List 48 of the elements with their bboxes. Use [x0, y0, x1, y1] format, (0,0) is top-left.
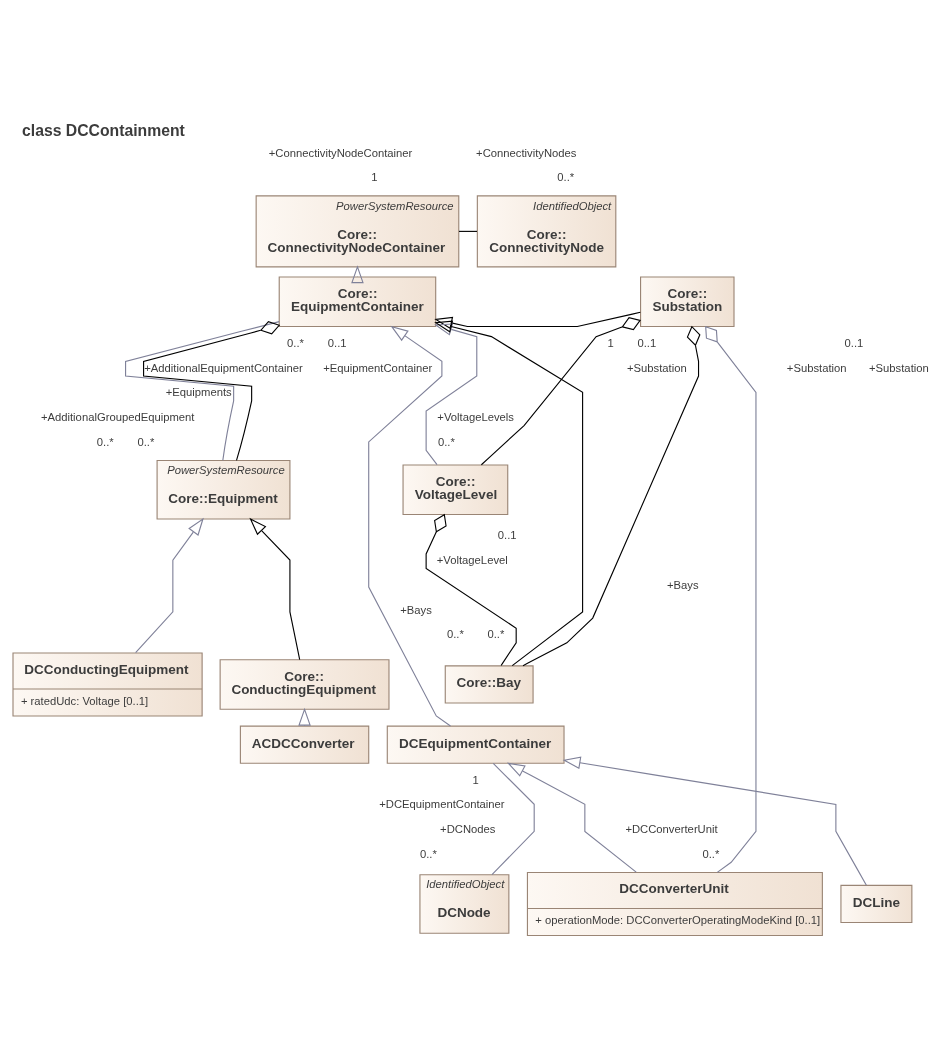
- label: 0..*: [446, 628, 464, 641]
- label: 0..1: [637, 336, 657, 349]
- label: +AdditionalGroupedEquipment: [40, 411, 195, 424]
- connector: [458, 230, 478, 232]
- label: +VoltageLevels: [437, 411, 514, 424]
- label: 0..*: [96, 435, 114, 448]
- arrow: [506, 762, 637, 873]
- label: +DCConverterUnit: [625, 823, 718, 836]
- arrow: [351, 265, 364, 284]
- label: +Substation: [869, 361, 929, 374]
- connector: [491, 762, 535, 876]
- label: 1: [371, 171, 378, 184]
- label: 0..*: [487, 628, 505, 641]
- label: +Equipments: [165, 386, 232, 399]
- label: 0..1: [497, 529, 517, 542]
- label: 0..*: [287, 336, 304, 349]
- arrow: [249, 517, 301, 661]
- label: +AdditionalEquipmentContainer: [144, 361, 303, 374]
- label: 1: [472, 773, 479, 786]
- connector: [425, 513, 517, 667]
- arrow: [434, 320, 584, 667]
- label: 0..*: [557, 171, 575, 184]
- label: +Bays: [400, 603, 432, 616]
- label: +VoltageLevel: [436, 554, 508, 567]
- label: +Substation: [786, 361, 847, 374]
- label: +Substation: [627, 361, 687, 374]
- label: +DCNodes: [440, 823, 496, 836]
- label: +ConnectivityNodes: [476, 146, 577, 159]
- arrow: [562, 756, 867, 886]
- label: 1: [607, 336, 614, 349]
- arrow: [135, 517, 204, 654]
- label: +DCEquipmentContainer: [379, 798, 505, 811]
- label: 0..*: [419, 847, 437, 860]
- label: 0..*: [437, 435, 455, 448]
- connector: [705, 326, 757, 873]
- arrow: [434, 311, 641, 330]
- label: +Bays: [666, 578, 699, 591]
- label: 0..*: [702, 847, 720, 860]
- label: 0..*: [137, 435, 155, 448]
- diagram-title: class DCContainment: [22, 122, 185, 140]
- label: 0..1: [327, 336, 347, 349]
- arrow: [425, 323, 478, 466]
- connector: [522, 325, 701, 667]
- label: +ConnectivityNodeContainer: [268, 146, 413, 159]
- label: +EquipmentContainer: [323, 361, 433, 374]
- arrow: [368, 325, 452, 727]
- connector: [480, 317, 642, 466]
- label: 0..1: [844, 336, 864, 349]
